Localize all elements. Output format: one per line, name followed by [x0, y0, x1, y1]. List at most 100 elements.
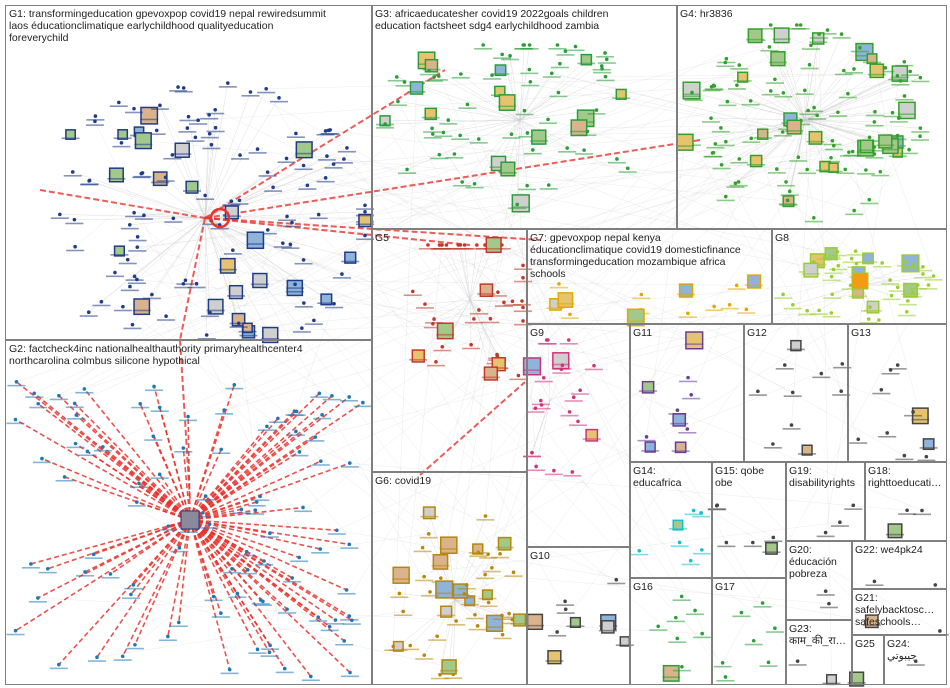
node-label-mark [435, 592, 454, 595]
node-dot [521, 275, 525, 280]
node-label-mark [577, 62, 596, 65]
edge [469, 244, 478, 301]
node-dot [222, 408, 226, 412]
node-label-mark [428, 639, 447, 641]
node-label-mark [737, 312, 756, 314]
edge [804, 119, 867, 147]
node-label-mark [890, 76, 909, 79]
node-label-mark [38, 571, 57, 574]
node-label-mark [32, 461, 51, 464]
node-label-mark [596, 79, 615, 82]
node-label-mark [157, 319, 176, 321]
node-label-mark [560, 414, 579, 417]
node-label-mark [545, 660, 564, 662]
node-dot [918, 75, 923, 80]
node-dot [36, 596, 40, 600]
node-dot [276, 416, 280, 421]
node-dot [154, 128, 159, 133]
node-label-mark [830, 525, 849, 527]
node-label-mark [425, 322, 444, 324]
node-label-mark [539, 122, 558, 125]
node-dot [856, 437, 861, 442]
highlight-edge [47, 519, 191, 570]
node-label-mark [520, 72, 539, 75]
node-label-mark [176, 283, 195, 285]
node-label-mark [61, 137, 80, 140]
node-dot [36, 401, 41, 406]
node-dot [812, 215, 816, 220]
node-label-mark [514, 268, 532, 271]
edge [127, 217, 206, 260]
node-dot [883, 66, 888, 70]
node-label-mark [430, 157, 449, 160]
node-dot [938, 629, 942, 633]
edge [519, 51, 566, 121]
node-dot [734, 283, 739, 288]
node-label-mark [241, 94, 260, 97]
edge [328, 130, 739, 183]
node-avatar [866, 53, 878, 65]
node-dot [768, 89, 773, 93]
node-dot [476, 137, 481, 141]
node-label-mark [465, 186, 484, 189]
node-avatar [185, 180, 199, 194]
node-label-mark [286, 136, 305, 138]
node-label-mark [563, 474, 582, 477]
edge [754, 35, 806, 121]
node-avatar [674, 441, 687, 454]
node-label-mark [356, 208, 374, 210]
node-label-mark [897, 314, 916, 317]
node-label-mark [761, 28, 780, 30]
node-label-mark [832, 37, 851, 39]
node-label-mark [795, 93, 814, 95]
edge [37, 597, 703, 634]
node-label-mark [733, 80, 752, 82]
node-dot [108, 572, 113, 576]
node-dot [297, 450, 302, 454]
node-label-mark [839, 155, 858, 157]
edge [399, 593, 456, 601]
node-label-mark [145, 389, 164, 392]
node-dot [546, 338, 550, 342]
node-dot [889, 293, 894, 298]
node-label-mark [258, 175, 277, 177]
highlight-edge [84, 519, 191, 573]
group-box-g14 [630, 462, 712, 578]
node-label-mark [401, 648, 420, 651]
edge [143, 157, 832, 216]
node-avatar [801, 444, 813, 456]
node-dot [293, 282, 297, 287]
highlight-edge [64, 476, 191, 521]
node-label-mark [388, 104, 407, 107]
edge [259, 280, 737, 286]
node-label-mark [679, 380, 698, 383]
node-label-mark [134, 143, 153, 146]
node-label-mark [841, 288, 860, 290]
node-label-mark [453, 185, 472, 187]
node-label-mark [79, 315, 98, 317]
node-dot [604, 57, 609, 62]
edge [469, 299, 500, 365]
node-dot [723, 194, 728, 199]
node-dot [858, 45, 862, 50]
node-label-mark [251, 603, 270, 605]
edge [349, 93, 849, 398]
node-dot [908, 69, 913, 74]
node-label-mark [125, 215, 144, 218]
edge [519, 119, 528, 186]
node-avatar [422, 506, 436, 520]
edge [509, 55, 521, 121]
node-dot [576, 419, 580, 424]
node-dot [515, 202, 519, 207]
node-dot [592, 363, 596, 368]
node-label-mark [478, 597, 497, 600]
edge [202, 115, 818, 514]
node-label-mark [134, 218, 153, 220]
node-dot [132, 106, 136, 111]
node-label-mark [500, 616, 519, 619]
node-label-mark [255, 564, 274, 566]
node-dot [176, 620, 181, 625]
node-dot [838, 520, 842, 525]
node-label-mark [356, 214, 374, 217]
edge [136, 217, 206, 280]
